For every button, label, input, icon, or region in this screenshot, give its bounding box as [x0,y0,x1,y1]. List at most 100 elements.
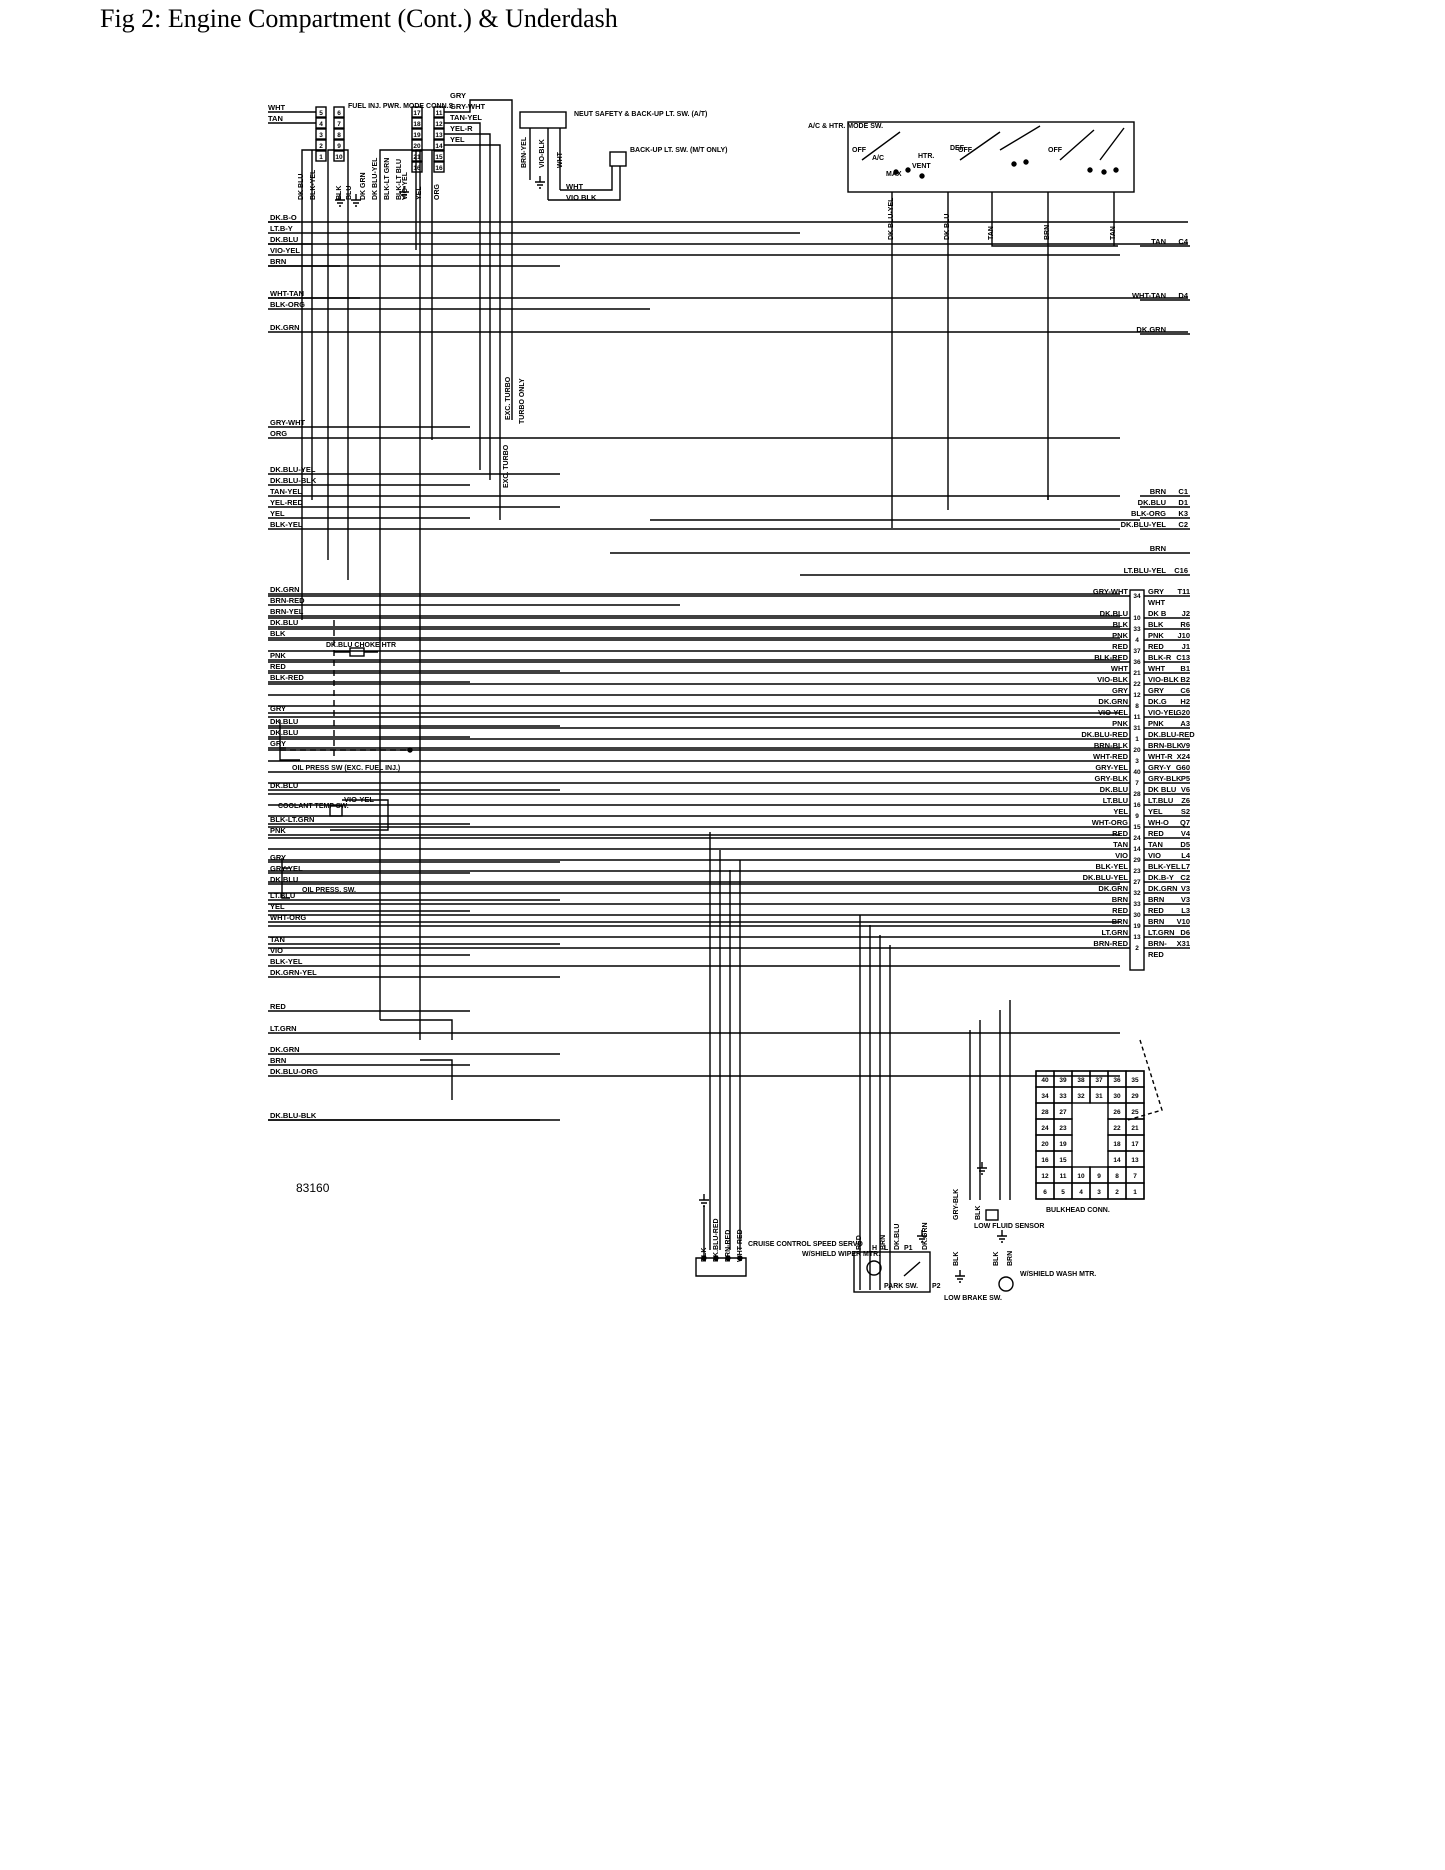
park-switch-pin: P2 [932,1283,941,1290]
left-wire-label: ORG [270,429,287,438]
left-wire-label: DK.BLU-YEL [270,465,316,474]
left-wire-label: VIO-YEL [270,246,300,255]
connector-b-pin: 7 [337,121,341,128]
switch-contact-dot [1087,167,1093,173]
left-wire-label: WHT-ORG [270,913,306,922]
bulkhead-pin-number: 7 [1135,780,1139,787]
left-wire-label: DK.GRN [270,585,300,594]
oil-pressure-switch-1-bracket [279,720,300,761]
washer-wire-label: BLK [993,1252,1000,1266]
bulkhead-out-wire: DK.B-Y [1148,873,1174,882]
right-terminal-wire: BRN [1150,544,1166,553]
bulkhead-in-wire: DK.GRN [1098,884,1128,893]
switch-contact-dot [905,167,911,173]
bulkhead-terminal-code: V10 [1177,917,1190,926]
bulkhead-pin-number: 21 [1133,670,1141,677]
top-right-wires [444,99,513,520]
bulkhead-pin-number: 15 [1133,824,1141,831]
right-terminal-wire: BRN [1150,487,1166,496]
bulkhead-in-wire: PNK [1112,719,1128,728]
bulkhead-in-wire: BRN [1112,895,1128,904]
bulkhead-out-wire: VIO-YEL [1148,708,1178,717]
bulkhead-terminal-code: V9 [1181,741,1190,750]
left-wire-label: GRY [270,739,286,748]
ac-mode-switch-box [847,121,1135,193]
cruise-wire-label: WHT-RED [737,1229,744,1262]
bulkhead-cavity-number: 33 [1059,1093,1067,1100]
park-switch-label: PARK SW. [884,1283,918,1290]
right-terminal-wire: LT.BLU-YEL [1124,566,1167,575]
left-wire-stubs [268,221,360,299]
switch-contact-dot [1011,161,1017,167]
bulkhead-pin-number: 22 [1133,681,1141,688]
switch-contact-dot [1113,167,1119,173]
bulkhead-pin-number: 33 [1133,626,1141,633]
bulkhead-out-wire: DK.GRN [1148,884,1178,893]
bulkhead-terminal-code: C6 [1180,686,1190,695]
connector-a-pin-box [315,139,327,151]
junction-dot [407,747,413,753]
park-switch-contact [903,1261,921,1277]
connector-a-pin-box [315,106,327,118]
left-wire-label: BRN [270,1056,286,1065]
left-wire-label: DK.BLU [270,781,298,790]
connector-b-pin-box [333,139,345,151]
bulkhead-pin-number: 23 [1133,868,1141,875]
bulkhead-cavity-number: 13 [1131,1157,1139,1164]
ac-switch-position: OFF [852,147,867,154]
wiper-wire-label: DK.GRN [922,1222,929,1250]
bulkhead-terminal-code: J2 [1182,609,1190,618]
right-terminal-wire: DK.BLU-YEL [1121,520,1167,529]
bulkhead-terminal-code: J1 [1182,642,1190,651]
bulkhead-out-wire: LT.BLU [1148,796,1173,805]
bulkhead-cavity-number: 23 [1059,1125,1067,1132]
connector-a-pin: 1 [319,154,323,161]
ac-switch-wire-label: TAN [1110,226,1117,240]
bulkhead-cavity-number: 1 [1133,1189,1137,1196]
left-wire-label: LT.B-Y [270,224,293,233]
left-wire-label: BLK-LT.GRN [270,815,314,824]
bulkhead-out-wire: WHT [1148,598,1165,607]
bulkhead-cavity-number: 2 [1115,1189,1119,1196]
backup-switch-label: BACK-UP LT. SW. (M/T ONLY) [630,147,727,154]
left-wire-label: DK.BLU-BLK [270,476,317,485]
bulkhead-terminal-code: D6 [1180,928,1190,937]
bulkhead-pin-number: 3 [1135,758,1139,765]
connector-d-pin: 14 [435,143,443,150]
bulkhead-out-wire: WHT-R [1148,752,1173,761]
ground-symbol [335,194,345,207]
washer-wire-label: BRN [1007,1251,1014,1266]
ground-symbol [997,1230,1007,1243]
wiper-pin-label: P1 [904,1245,913,1252]
backup-switch-box [609,151,627,167]
switch-contact-dot [1101,169,1107,175]
connector-d-pin-box [433,128,445,140]
left-wire-label: DK.BLU [270,717,298,726]
ac-switch-position: VENT [912,163,931,170]
oil-pressure-switch-2-bracket [281,858,290,899]
bulkhead-in-wire: WHT [1111,664,1128,673]
coolant-temp-switch-label: COOLANT TEMP SW. [278,803,349,810]
wiper-pin-label: H [872,1245,877,1252]
ground-symbol [917,1230,927,1243]
bulkhead-in-wire: RED [1112,906,1128,915]
connector-d-pin-box [433,139,445,151]
vertical-wire-label: BLU [346,186,353,200]
bulkhead-terminal-code: G20 [1176,708,1190,717]
left-wire-label: YEL [270,509,285,518]
figure-title: Fig 2: Engine Compartment (Cont.) & Unde… [100,4,618,33]
right-terminal-code: C16 [1174,566,1188,575]
bulkhead-in-wire: WHT-ORG [1092,818,1128,827]
bulkhead-terminal-code: V4 [1181,829,1191,838]
connector-d-pin-box [433,161,445,173]
right-terminal-code: C4 [1178,237,1188,246]
bulkhead-in-wire: VIO [1115,851,1128,860]
low-fluid-sensor-symbol [985,1209,999,1221]
left-wire-label: BLK-YEL [270,957,303,966]
bulkhead-terminal-code: T11 [1177,587,1190,596]
bulkhead-out-wire: WHT [1148,664,1165,673]
left-wire-label: WHT-TAN [270,289,304,298]
bulkhead-out-wire: GRY-Y [1148,763,1171,772]
wiper-pin-label: L [884,1245,889,1252]
left-wire-label: YEL-RED [270,498,304,507]
